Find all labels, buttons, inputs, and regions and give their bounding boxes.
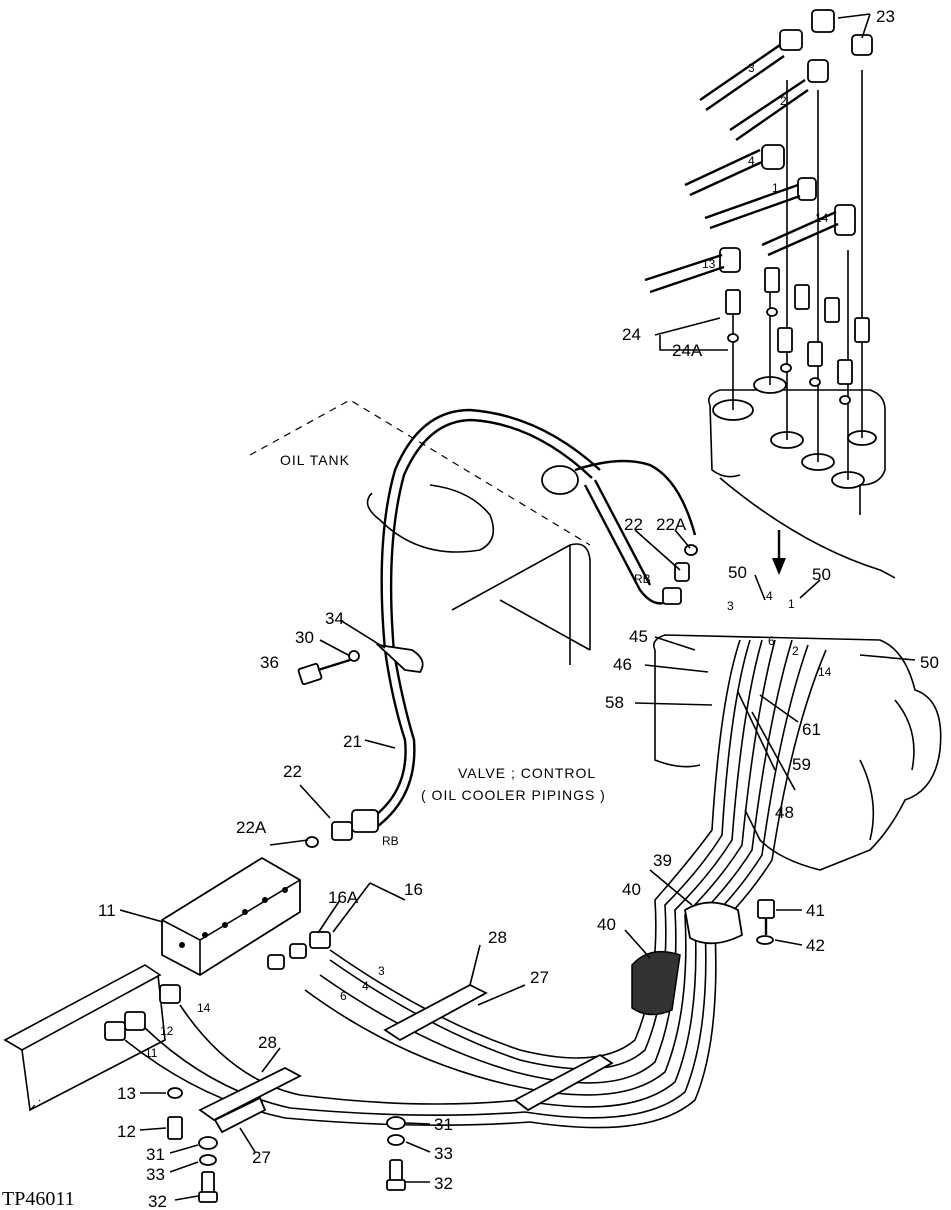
caption-oil-cooler-pipings: ( OIL COOLER PIPINGS ) [421, 787, 606, 803]
callout-22a-top: 22A [656, 515, 687, 534]
callout-22a-mid: 22A [236, 818, 267, 837]
callout-12: 12 [117, 1122, 136, 1141]
callout-23: 23 [876, 7, 895, 26]
callout-46: 46 [613, 655, 632, 674]
callout-30: 30 [295, 628, 314, 647]
hose-bundle [124, 639, 827, 1129]
clamp-27-right [513, 1053, 614, 1112]
inset-centerlines [732, 70, 863, 480]
hose-21 [305, 408, 601, 848]
leader-lines [119, 13, 916, 1201]
callout-32-left: 32 [148, 1192, 167, 1210]
callout-34: 34 [325, 609, 344, 628]
hose-tag-11-m: 11 [145, 1046, 158, 1060]
hose-tag-1-v: 1 [788, 597, 795, 611]
caption-valve-control: VALVE ; CONTROL [458, 765, 596, 781]
protector-40 [631, 950, 681, 1016]
callout-16a: 16A [328, 888, 359, 907]
hose-tag-2-v: 2 [792, 644, 799, 658]
callout-61: 61 [802, 720, 821, 739]
hose-tag-13-top: 13 [702, 257, 716, 271]
callout-31-right: 31 [434, 1115, 453, 1134]
callout-27-left: 27 [252, 1148, 271, 1167]
callout-45: 45 [629, 627, 648, 646]
bolt-41 [756, 899, 775, 945]
callout-50-b: 50 [812, 565, 831, 584]
bolt-36 [297, 650, 360, 686]
figure-id: TP46011 [2, 1188, 75, 1210]
callout-36: 36 [260, 653, 279, 672]
callout-21: 21 [343, 732, 362, 751]
callout-59: 59 [792, 755, 811, 774]
hose-tag-1-top: 1 [772, 181, 779, 195]
hose-tag-3-m: 3 [378, 964, 385, 978]
hose-tag-6-v: 6 [768, 634, 775, 648]
hose-tag-14-top: 14 [815, 211, 829, 225]
clamp-34 [375, 643, 424, 673]
inset-fittings [719, 9, 873, 405]
clamp-27-left [213, 1096, 267, 1134]
clamp-28-right [383, 983, 488, 1042]
control-valve [652, 634, 942, 871]
callout-58: 58 [605, 693, 624, 712]
hose-tag-12-m: 12 [160, 1024, 174, 1038]
hose-tag-6-m: 6 [340, 989, 347, 1003]
clamp-28-left [198, 1066, 302, 1122]
callout-33-right: 33 [434, 1144, 453, 1163]
block-11 [161, 856, 301, 977]
callout-33-left: 33 [146, 1165, 165, 1184]
callout-16: 16 [404, 880, 423, 899]
hose-tag-3-v: 3 [727, 599, 734, 613]
hose-tag-4-top: 4 [748, 154, 755, 168]
hardware-right [386, 1116, 406, 1191]
inset-hoses [644, 44, 839, 294]
hardware-left [167, 1087, 218, 1203]
clamp-39 [684, 901, 743, 945]
callout-31-left: 31 [146, 1145, 165, 1164]
callout-24a: 24A [672, 341, 703, 360]
callout-42: 42 [806, 936, 825, 955]
hose-tag-4-m: 4 [362, 979, 369, 993]
callout-27-right: 27 [530, 968, 549, 987]
callout-50-a: 50 [728, 563, 747, 582]
callout-50-c: 50 [920, 653, 939, 672]
callout-11: 11 [98, 901, 116, 920]
callout-13: 13 [117, 1084, 136, 1103]
manifold-inset [707, 376, 896, 579]
callout-24: 24 [622, 325, 641, 344]
callout-32-right: 32 [434, 1174, 453, 1193]
callout-22-mid: 22 [283, 762, 302, 781]
tank-fitting [541, 459, 698, 605]
hose-tag-2-top: 2 [780, 94, 787, 108]
callout-40-b: 40 [597, 915, 616, 934]
callout-22-top: 22 [624, 515, 643, 534]
callout-48: 48 [775, 803, 794, 822]
hose-tag-rb-upper: RB [634, 572, 651, 586]
callout-28-left: 28 [258, 1033, 277, 1052]
hose-tag-14-m: 14 [197, 1001, 211, 1015]
hose-tag-rb-lower: RB [382, 834, 399, 848]
callout-40-a: 40 [622, 880, 641, 899]
callout-41: 41 [806, 901, 825, 920]
block-fittings [104, 931, 331, 1041]
callout-39: 39 [653, 851, 672, 870]
hose-tag-3-top: 3 [748, 61, 755, 75]
hose-tag-4-v: 4 [766, 589, 773, 603]
callout-28-right: 28 [488, 928, 507, 947]
hose-tag-14-v: 14 [818, 665, 832, 679]
mounting-bracket [3, 964, 166, 1112]
oil-tank [249, 399, 591, 665]
caption-oil-tank: OIL TANK [280, 452, 350, 468]
